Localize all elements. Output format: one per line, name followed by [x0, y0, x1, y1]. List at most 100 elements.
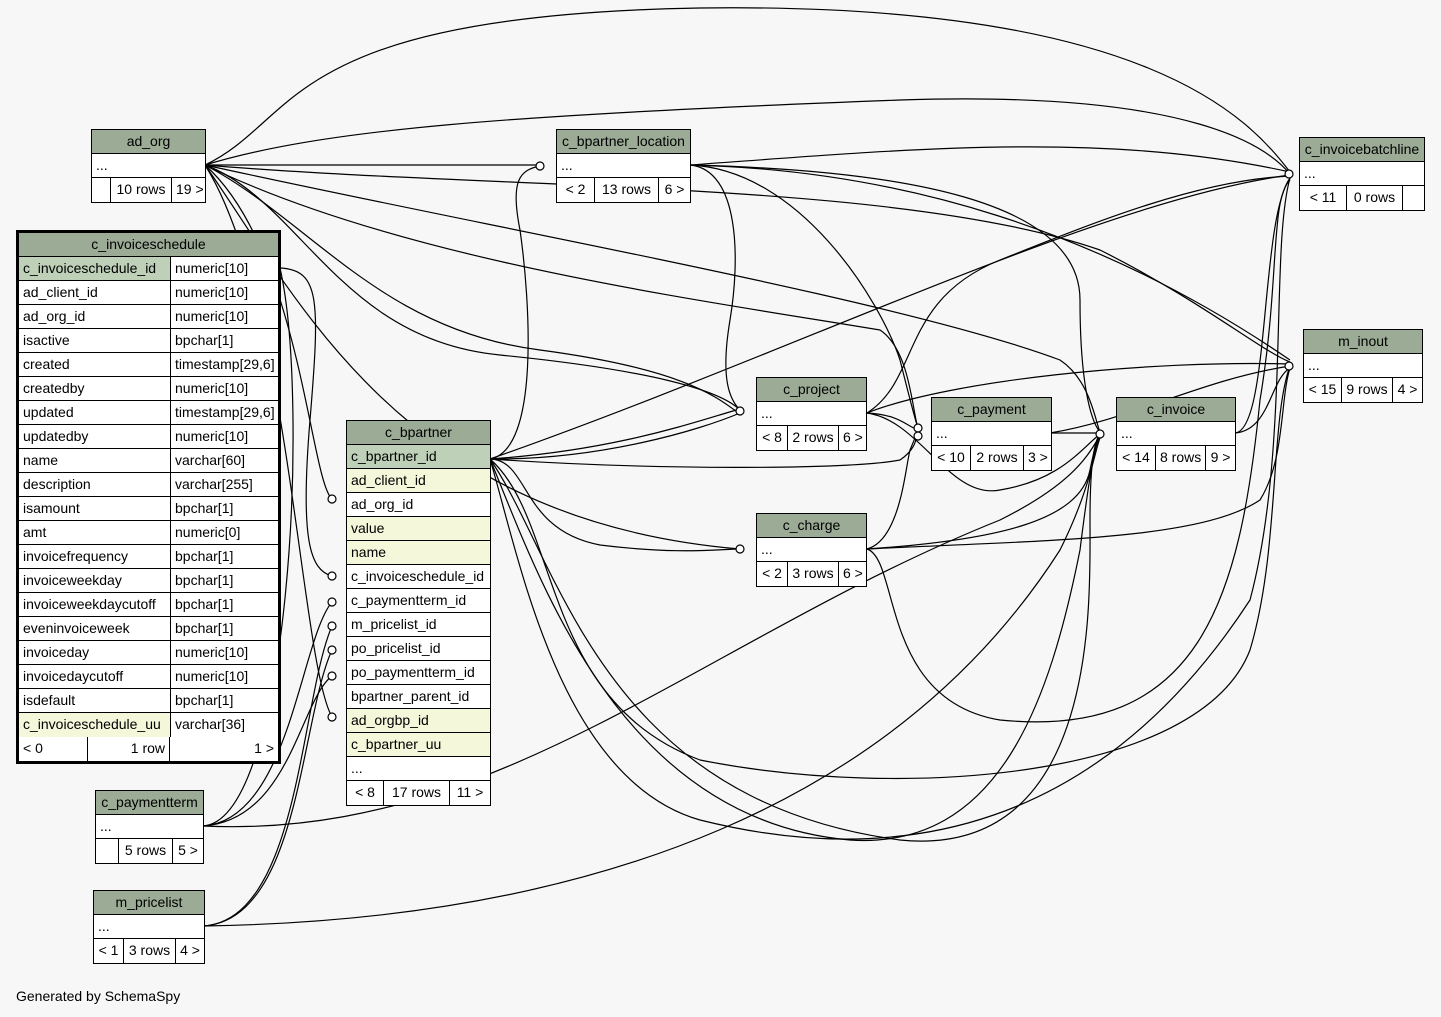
- column-po_pricelist_id: po_pricelist_id: [351, 640, 441, 656]
- column-name: created: [23, 356, 70, 372]
- column-c_paymentterm_id: c_paymentterm_id: [351, 592, 467, 608]
- table-c_bpartner_location[interactable]: c_bpartner_location ... < 2 13 rows 6 >: [556, 129, 691, 203]
- edge-c_bpartner_location-c_payment: [689, 164, 919, 429]
- edge-c_invoiceschedule-c_bpartner: [279, 267, 333, 577]
- children-count: 1 >: [169, 737, 278, 761]
- edge-c_bpartner_location-c_invoicebatchline: [689, 146, 1291, 173]
- edge-c_bpartner_location-m_inout: [689, 164, 1291, 361]
- column-type: varchar[255]: [170, 473, 278, 496]
- edge-c_invoice-m_inout: [1234, 367, 1291, 434]
- column-type: varchar[36]: [170, 713, 278, 737]
- edge-c_charge-m_inout: [866, 367, 1291, 550]
- table-ad_org[interactable]: ad_org ... 10 rows 19 >: [91, 129, 206, 203]
- edge-c_paymentterm-c_invoiceschedule: [202, 267, 294, 827]
- row-count: 17 rows: [383, 781, 449, 805]
- row-count: 10 rows: [110, 178, 171, 202]
- table-m_pricelist[interactable]: m_pricelist ... < 1 3 rows 4 >: [93, 890, 205, 964]
- table-c_bpartner[interactable]: c_bpartner c_bpartner_id ad_client_id ad…: [346, 420, 491, 806]
- row-count: 3 rows: [787, 562, 838, 586]
- parents-count: [92, 178, 110, 202]
- table-title: m_inout: [1304, 330, 1422, 354]
- table-title: c_bpartner_location: [557, 130, 690, 154]
- parents-count: < 10: [937, 449, 965, 465]
- column-type: numeric[10]: [170, 305, 278, 328]
- column-name: invoicedaycutoff: [23, 668, 124, 684]
- parents-count: < 8: [355, 784, 375, 800]
- columns-ellipsis: ...: [1308, 357, 1320, 373]
- column-name: ad_org_id: [23, 308, 86, 324]
- column-type: bpchar[1]: [170, 689, 278, 712]
- table-c_charge[interactable]: c_charge ... < 2 3 rows 6 >: [756, 513, 867, 587]
- column-type: numeric[10]: [170, 377, 278, 400]
- column-name: description: [23, 476, 91, 492]
- edge-c_bpartner-m_inout: [489, 365, 1291, 780]
- parents-count: < 14: [1122, 449, 1150, 465]
- columns-ellipsis: ...: [761, 541, 773, 557]
- table-m_inout[interactable]: m_inout ... < 15 9 rows 4 >: [1303, 329, 1423, 403]
- row-count: 5 rows: [118, 839, 172, 863]
- edge-endpoint-markers: [327, 161, 1294, 722]
- column-type: numeric[10]: [170, 641, 278, 664]
- edge-c_project-c_invoice: [866, 412, 1101, 492]
- column-name: eveninvoiceweek: [23, 620, 130, 636]
- column-name: name: [23, 452, 59, 468]
- parents-count: < 0: [23, 740, 43, 756]
- edge-ad_org-c_charge: [204, 164, 741, 550]
- columns-ellipsis: ...: [351, 760, 363, 776]
- edge-c_bpartner-c_charge: [489, 458, 741, 552]
- row-count: 2 rows: [787, 426, 838, 450]
- edge-ad_org-c_payment: [204, 164, 919, 429]
- columns-ellipsis: ...: [100, 818, 112, 834]
- columns-ellipsis: ...: [1121, 425, 1133, 441]
- children-count: 11 >: [449, 781, 490, 805]
- edge-ad_org-c_invoicebatchline: [204, 7, 1291, 173]
- edge-c_bpartner_location-c_invoice: [689, 164, 1101, 433]
- column-ad_org_id: ad_org_id: [351, 496, 414, 512]
- table-title: ad_org: [92, 130, 205, 154]
- column-ad_orgbp_id: ad_orgbp_id: [347, 709, 490, 732]
- column-type: timestamp[29,6]: [170, 353, 278, 376]
- table-c_paymentterm[interactable]: c_paymentterm ... 5 rows 5 >: [95, 790, 204, 864]
- edge-c_charge-c_invoice: [866, 435, 1101, 550]
- edge-m_pricelist-c_bpartner-popl: [202, 649, 333, 927]
- parents-count: < 8: [762, 429, 782, 445]
- column-type: numeric[10]: [170, 257, 278, 280]
- column-name: isactive: [23, 332, 70, 348]
- table-row: ad_org_id numeric[10]: [19, 305, 278, 329]
- column-name: amt: [23, 524, 47, 540]
- table-c_invoice[interactable]: c_invoice ... < 14 8 rows 9 >: [1116, 397, 1236, 471]
- parents-count: < 2: [565, 181, 586, 197]
- parents-count: < 1: [98, 942, 119, 958]
- edge-m_pricelist-c_invoice: [202, 437, 1101, 927]
- row-count: 8 rows: [1155, 446, 1205, 470]
- edge-ad_org-c_project-2: [204, 164, 741, 415]
- parents-count: [96, 839, 118, 863]
- edge-c_bpartner-c_bpartner_location: [489, 165, 541, 460]
- edge-c_charge-c_invoicebatchline: [866, 179, 1291, 723]
- column-name: invoicefrequency: [23, 548, 129, 564]
- column-name: invoiceweekday: [23, 572, 122, 588]
- edge-c_bpartner_location-c_project: [689, 164, 741, 411]
- table-c_project[interactable]: c_project ... < 8 2 rows 6 >: [756, 377, 867, 451]
- edge-c_invoice-c_invoicebatchline: [1234, 177, 1291, 434]
- table-row: description varchar[255]: [19, 473, 278, 497]
- column-type: bpchar[1]: [170, 329, 278, 352]
- table-c_payment[interactable]: c_payment ... < 10 2 rows 3 >: [931, 397, 1052, 471]
- edge-c_bpartner-c_invoice: [489, 433, 1101, 842]
- column-c_invoiceschedule_id: c_invoiceschedule_id: [351, 568, 485, 584]
- column-type: varchar[60]: [170, 449, 278, 472]
- table-c_invoicebatchline[interactable]: c_invoicebatchline ... < 11 0 rows: [1299, 137, 1425, 211]
- column-name: isdefault: [23, 692, 76, 708]
- edge-c_paymentterm-c_bpartner-pt: [202, 601, 333, 827]
- column-bpartner_parent_id: bpartner_parent_id: [351, 688, 470, 704]
- children-count: 9 >: [1205, 446, 1235, 470]
- column-c_bpartner_uu: c_bpartner_uu: [347, 733, 490, 756]
- parents-count: < 2: [762, 565, 782, 581]
- column-type: bpchar[1]: [170, 617, 278, 640]
